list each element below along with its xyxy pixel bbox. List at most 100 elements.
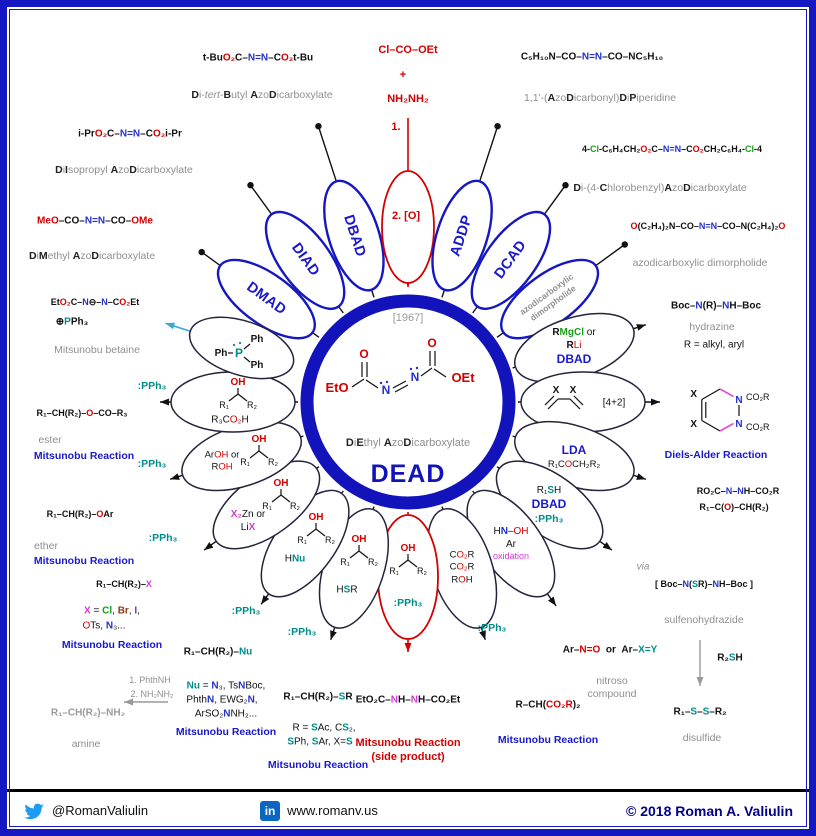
roh-label: ROH — [451, 574, 473, 586]
dead-abbreviation: DEAD — [370, 459, 446, 488]
dead-o2-label: O — [427, 336, 436, 350]
label-nh2nh2-step: 2. NH₂NH₂ — [130, 689, 174, 700]
label-diels-alder-reaction: Diels-Alder Reaction — [664, 449, 768, 462]
label-phthnh-step: 1. PhthNH — [129, 675, 171, 686]
structure-lda-product-bottom: R₁–C(O)–CH(R₂) — [699, 502, 769, 513]
structure-malonate-product: R–CH(CO₂R)₂ — [515, 699, 581, 711]
ph-label: Ph — [251, 360, 264, 371]
petal-dbad-top — [323, 179, 385, 292]
dbad-right-label: DBAD — [556, 352, 592, 367]
structure-nu-product: R₁–CH(R₂)–Nu — [183, 646, 253, 658]
hsr-label: HSR — [336, 584, 358, 596]
label-x-options-2: OTs, N₃... — [82, 620, 126, 632]
dead-n1-label: N — [382, 383, 391, 397]
ph-label: Ph — [251, 334, 264, 345]
structure-thioether-product: R₁–CH(R₂)–SR — [283, 691, 353, 703]
ring-n-label: N — [735, 395, 742, 406]
pph3-label-malonate: :PPh₃ — [477, 622, 507, 635]
year-label: [1967] — [392, 311, 424, 324]
step-1-label: 1. — [391, 120, 401, 133]
dead-o1-label: O — [359, 347, 368, 361]
petal-content-x2zn: X₂Zn or LiX — [231, 508, 265, 534]
roh-label: ROH — [211, 462, 233, 473]
ring-n-label: N — [735, 419, 742, 430]
structure-lda-product-top: RO₂C–N–NH–CO₂R — [696, 486, 780, 497]
rmgcl-line: RMgCl or — [552, 327, 596, 339]
twitter-handle[interactable]: @RomanValiulin — [52, 803, 149, 818]
petal-content-malonate: CO₂R CO₂R ROH — [450, 549, 475, 586]
label-nu-options-2: PhthN, EWG₂N, — [186, 694, 258, 706]
ring-co2r-label: CO₂R — [746, 392, 770, 402]
label-ester: ester — [38, 434, 62, 447]
label-mitsunobu-betaine: Mitsunobu betaine — [54, 344, 140, 357]
rco2h-label: R₃CO₂H — [211, 414, 249, 426]
label-mitsunobu-ester: Mitsunobu Reaction — [33, 450, 135, 463]
pph3-label-ether: :PPh₃ — [137, 458, 167, 471]
phosphorus-label: P — [235, 346, 243, 360]
structure-ethyl-chloroformate: Cl–CO–OEt — [378, 43, 438, 56]
label-mitsunobu-x: Mitsunobu Reaction — [61, 639, 163, 652]
label-sr-options-2: SPh, SAr, X=S — [287, 736, 353, 748]
linkedin-icon-text: in — [264, 803, 276, 818]
petal-dcad — [470, 210, 552, 310]
dbad-label: DBAD — [531, 496, 567, 511]
name-di-tbu-azodicarboxylate: Di-tert-Butyl AzoDicarboxylate — [191, 89, 333, 102]
structure-amine: R₁–CH(R₂)–NH₂ — [50, 707, 126, 719]
name-diisopropyl-azodicarboxylate: DiIsopropyl AzoDicarboxylate — [55, 164, 193, 177]
structure-addp: C₅H₁₀N–CO–N=N–CO–NC₅H₁₀ — [520, 51, 664, 63]
structure-dimethyl-azodicarboxylate: MeO–CO–N=N–CO–OMe — [37, 215, 153, 227]
ketone-substrate: R₁COCH₂R₂ — [547, 458, 601, 470]
diels-alder-product-structure: N N CO₂R CO₂R X X — [690, 388, 770, 432]
plus-sign: + — [399, 68, 407, 81]
label-side-product: (side product) — [371, 750, 445, 763]
structure-betaine: EtO₂C–N⊖–N–CO₂Et — [50, 297, 140, 308]
label-mitsunobu-sr: Mitsunobu Reaction — [267, 759, 369, 772]
pph3-label-sr: :PPh₃ — [287, 626, 317, 639]
label-disulfide: disulfide — [682, 732, 722, 745]
name-dcad: Di-(4-Chlorobenzyl)AzoDicarboxylate — [573, 182, 747, 195]
hnu-label: HNu — [284, 553, 306, 565]
label-mitsunobu-nu: Mitsunobu Reaction — [175, 726, 277, 739]
ph-label: Ph — [215, 348, 228, 359]
petal-diad — [264, 210, 346, 310]
co2r-label: CO₂R — [449, 549, 475, 561]
website-link[interactable]: www.romanv.us — [287, 803, 378, 818]
label-hydrazine: hydrazine — [689, 321, 735, 334]
petal-ellipses — [170, 170, 646, 640]
label-compound: compound — [587, 688, 637, 701]
structure-sulfenohydrazide: [ Boc–N(SR)–NH–Boc ] — [654, 579, 754, 590]
label-4plus2: [4+2] — [602, 397, 626, 409]
label-via: via — [636, 561, 650, 573]
dead-structure: EtO O N N O OEt — [325, 336, 475, 397]
pph3-label-x: :PPh₃ — [148, 532, 178, 545]
label-mitsunobu-ether: Mitsunobu Reaction — [33, 555, 135, 568]
dead-full-name: DiEthyl AzoDicarboxylate — [345, 436, 471, 449]
structure-betaine-pph3: ⊕PPh₃ — [55, 316, 89, 328]
structure-dimorpholide: O(C₂H₄)₂N–CO–N=N–CO–N(C₂H₄)₂O — [630, 221, 786, 232]
structure-di-tbu-azodicarboxylate: t-BuO₂C–N=N–CO₂t-Bu — [202, 52, 314, 64]
diagram-canvas: OH R₁ R₂ — [124, 118, 770, 706]
label-x-options-1: X = Cl, Br, I, — [84, 605, 140, 617]
lix-label: LiX — [240, 522, 256, 533]
structure-nitroso: Ar–N=O or Ar–X=Y — [562, 644, 658, 656]
label-sr-options-1: R = SAc, CS₂, — [292, 722, 356, 734]
co2r-label: CO₂R — [449, 561, 475, 573]
rli-line: RLi — [566, 340, 582, 352]
footer: @RomanValiulin in www.romanv.us © 2018 R… — [7, 789, 809, 829]
dead-central-ring — [300, 294, 516, 510]
dead-eto-label: EtO — [325, 380, 348, 395]
petal-pph3 — [188, 316, 295, 380]
pph3-label: :PPh₃ — [534, 512, 564, 525]
reagent-r2sh: R₂SH — [717, 652, 743, 664]
structure-hydrazine-reagent: NH₂NH₂ — [387, 92, 429, 105]
label-ether: ether — [34, 540, 58, 553]
twitter-icon[interactable] — [23, 800, 45, 822]
structure-ester-product: R₁–CH(R₂)–O–CO–R₃ — [36, 408, 128, 419]
structure-side-product: EtO₂C–NH–NH–CO₂Et — [355, 694, 461, 706]
linkedin-icon[interactable]: in — [260, 800, 281, 821]
ring-x-label: X — [690, 419, 697, 430]
ring-x-label: X — [690, 389, 697, 400]
r1sh-label: R₁SH — [536, 484, 562, 496]
pph3-label-nu: :PPh₃ — [231, 605, 261, 618]
